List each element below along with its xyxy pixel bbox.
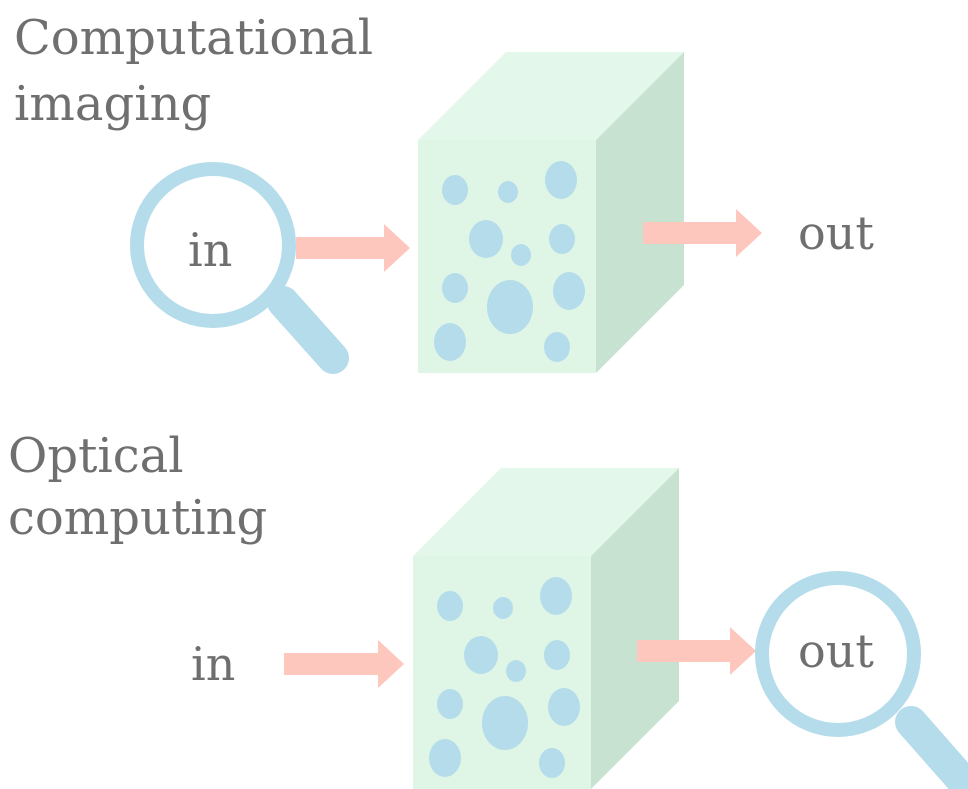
bottom-output-arrow bbox=[637, 627, 756, 675]
top-scattering-medium bbox=[418, 52, 684, 373]
top-magnifier-icon bbox=[130, 162, 349, 374]
top-output-arrow bbox=[643, 209, 762, 257]
bottom-title-line1: Optical bbox=[8, 428, 184, 484]
bottom-input-label: in bbox=[191, 637, 236, 691]
bottom-scattering-medium bbox=[413, 468, 679, 789]
bottom-magnifier-icon bbox=[755, 571, 968, 789]
top-title-line2: imaging bbox=[14, 76, 212, 132]
bottom-output-label: out bbox=[798, 624, 874, 678]
top-title-line1: Computational bbox=[14, 10, 374, 66]
top-input-label: in bbox=[188, 223, 233, 277]
top-output-label: out bbox=[798, 206, 874, 260]
top-input-arrow bbox=[296, 224, 410, 272]
bottom-title-line2: computing bbox=[8, 490, 268, 546]
bottom-input-arrow bbox=[284, 640, 404, 688]
